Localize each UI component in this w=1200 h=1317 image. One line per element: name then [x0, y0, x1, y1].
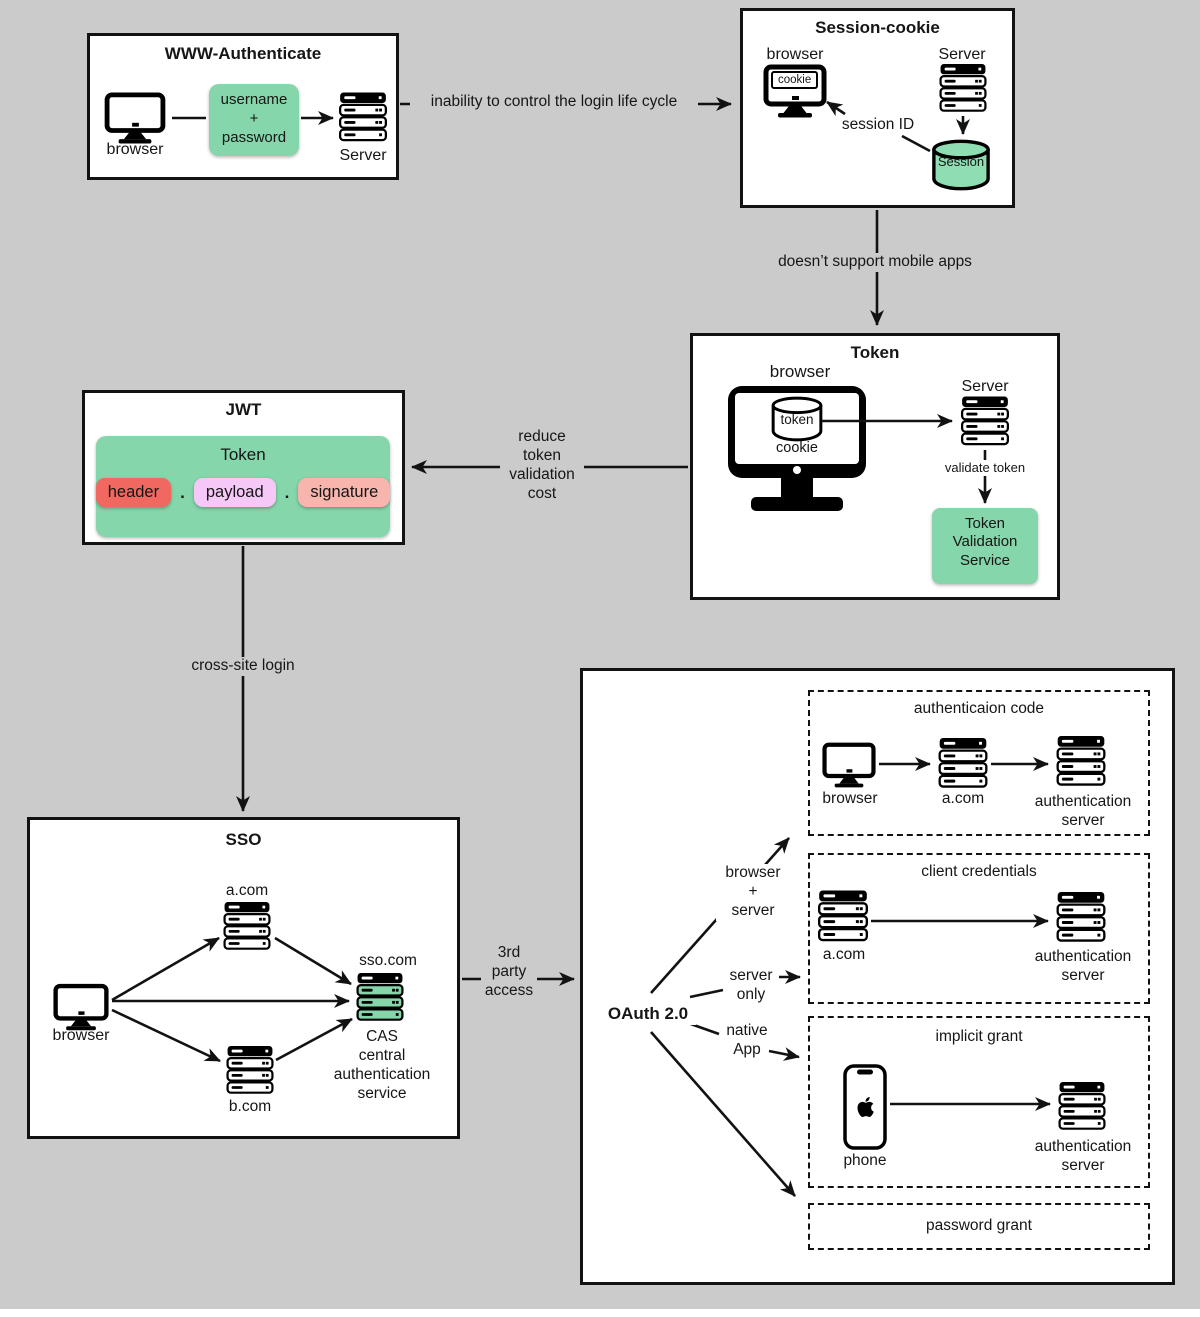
monitor-dot: [793, 466, 801, 474]
server-icon: [223, 902, 271, 952]
jwt-title: JWT: [225, 400, 262, 419]
sso-bcom-label: b.com: [228, 1098, 272, 1115]
server-icon: [226, 1046, 274, 1096]
cas-label: CAS central authentication service: [333, 1028, 431, 1102]
jwt-signature-pill: signature: [298, 478, 391, 507]
clientcred-acom-label: a.com: [822, 946, 866, 963]
session-store-label: Session: [937, 154, 985, 169]
jwt-payload-pill: payload: [193, 478, 276, 507]
token-title: Token: [850, 343, 900, 362]
clientcred-authserver-label: authentication server: [1034, 948, 1132, 984]
token-validation-service-label: Token Validation Service: [952, 515, 1018, 569]
sso-acom-label: a.com: [225, 882, 269, 899]
server-icon: [1056, 736, 1106, 788]
edge-jwt-sso-label: cross-site login: [175, 657, 311, 676]
session-browser-label: browser: [766, 46, 824, 63]
sso-ssocom-label: sso.com: [359, 952, 417, 969]
browser-monitor-icon: [822, 742, 876, 788]
session-id-label: session ID: [841, 116, 915, 133]
session-server-label: Server: [938, 46, 986, 63]
jwt-token-label: Token: [220, 445, 266, 464]
token-store-label: token: [780, 412, 814, 427]
authcode-authserver-label: authentication server: [1034, 793, 1132, 829]
jwt-header-pill: header: [95, 478, 172, 507]
password-grant-box: password grant: [808, 1203, 1150, 1250]
edge-session-token-label: doesn’t support mobile apps: [760, 253, 990, 272]
edge-token-jwt-label: reduce token validation cost: [500, 428, 584, 504]
authcode-browser-label: browser: [822, 790, 878, 807]
www-server-label: Server: [339, 147, 387, 164]
server-icon: [938, 64, 988, 114]
validate-token-label: validate token: [935, 460, 1035, 476]
monitor-stand: [781, 478, 813, 498]
server-icon: [818, 890, 868, 944]
browser-monitor-icon: [104, 92, 166, 144]
cookie-chip: cookie: [771, 71, 819, 89]
branch-native-app-label: native App: [726, 1022, 768, 1058]
server-icon: [961, 396, 1009, 448]
cas-server-icon: [355, 973, 405, 1023]
authcode-acom-label: a.com: [941, 790, 985, 807]
bottom-strip: [0, 1309, 1200, 1317]
browser-monitor-icon: [53, 983, 109, 1031]
branch-server-only-label: server only: [729, 967, 773, 1003]
username-password-box: username + password: [209, 84, 299, 156]
token-server-label: Server: [961, 378, 1009, 395]
www-browser-label: browser: [106, 141, 164, 158]
edge-www-session-label: inability to control the login life cycl…: [410, 93, 698, 112]
sso-title: SSO: [225, 830, 262, 849]
oauth-title: OAuth 2.0: [600, 1004, 696, 1025]
server-icon: [938, 738, 988, 790]
jwt-parts-row: header . payload . signature: [95, 478, 391, 507]
implicit-phone-label: phone: [843, 1152, 887, 1169]
edge-sso-oauth-label: 3rd party access: [481, 944, 537, 1001]
client-credentials-title: client credentials: [921, 863, 1037, 880]
session-cookie-title: Session-cookie: [815, 18, 940, 37]
token-browser-label: browser: [769, 362, 831, 381]
jwt-dot: .: [284, 482, 290, 502]
sso-browser-label: browser: [52, 1027, 110, 1044]
branch-browser-server-label: browser + server: [716, 864, 790, 921]
monitor-base: [751, 497, 843, 511]
password-grant-title: password grant: [926, 1217, 1032, 1234]
server-icon: [1058, 1082, 1106, 1132]
token-cookie-label: cookie: [776, 440, 818, 456]
username-password-label: username + password: [220, 91, 288, 146]
authentication-code-title: authenticaion code: [913, 700, 1045, 717]
token-validation-service-box: Token Validation Service: [932, 508, 1038, 584]
phone-icon: [843, 1063, 887, 1151]
implicit-authserver-label: authentication server: [1034, 1138, 1132, 1174]
jwt-dot: .: [180, 482, 185, 502]
server-icon: [1056, 892, 1106, 944]
server-icon: [339, 92, 387, 144]
www-authenticate-title: WWW-Authenticate: [164, 44, 322, 63]
implicit-grant-title: implicit grant: [935, 1028, 1023, 1045]
